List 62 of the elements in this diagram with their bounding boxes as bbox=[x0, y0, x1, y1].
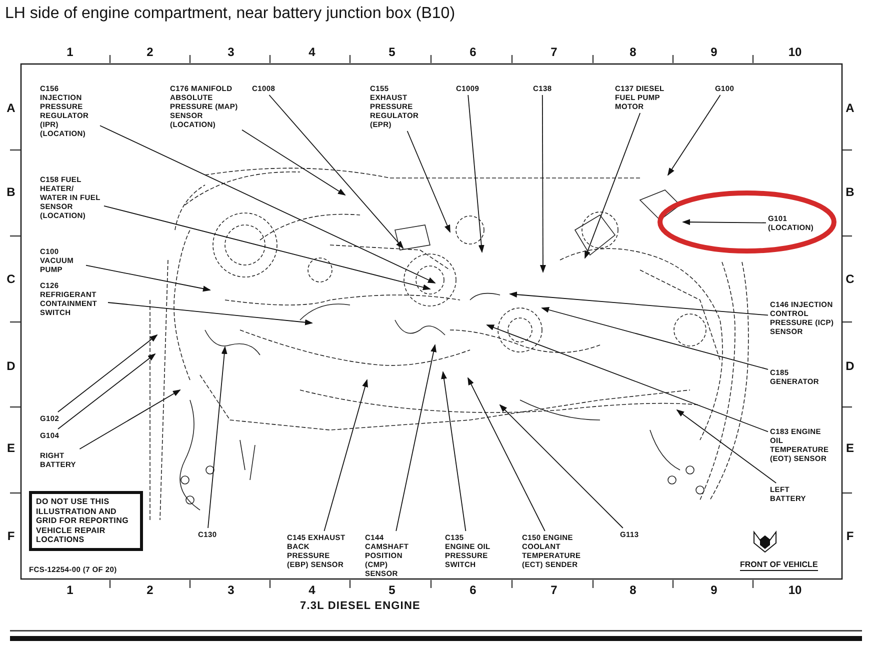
grid-column-number: 4 bbox=[308, 583, 316, 597]
leader-line bbox=[682, 219, 766, 226]
leader-line bbox=[541, 306, 768, 370]
leader-line bbox=[86, 264, 211, 292]
leader-line bbox=[499, 404, 624, 528]
grid-column-number: 3 bbox=[226, 45, 236, 59]
leader-line bbox=[242, 129, 346, 196]
grid-row-letter: F bbox=[6, 529, 16, 543]
grid-column-number: 3 bbox=[226, 583, 236, 597]
engine-caption: 7.3L DIESEL ENGINE bbox=[300, 600, 420, 612]
grid-row-letter: B bbox=[6, 185, 16, 199]
grid-row-letter: B bbox=[844, 185, 856, 199]
grid-column-number: 2 bbox=[146, 583, 154, 597]
grid-column-number: 10 bbox=[787, 45, 803, 59]
grid-column-number: 5 bbox=[388, 583, 396, 597]
grid-column-number: 8 bbox=[628, 45, 638, 59]
leader-line bbox=[667, 94, 721, 176]
leader-line bbox=[676, 409, 777, 484]
leader-line bbox=[79, 390, 181, 450]
grid-row-letter: C bbox=[844, 272, 856, 286]
leader-line bbox=[100, 125, 436, 284]
leader-line bbox=[406, 130, 450, 233]
grid-column-number: 7 bbox=[550, 45, 558, 59]
leader-line bbox=[540, 94, 546, 273]
grid-row-letter: A bbox=[844, 101, 856, 115]
grid-row-letter: C bbox=[6, 272, 16, 286]
leader-line bbox=[58, 353, 156, 430]
grid-column-number: 1 bbox=[66, 45, 74, 59]
leader-line bbox=[57, 334, 158, 412]
grid-row-letter: D bbox=[6, 359, 16, 373]
grid-row-letter: E bbox=[6, 441, 16, 455]
grid-column-number: 2 bbox=[146, 45, 154, 59]
grid-row-letter: E bbox=[844, 441, 855, 455]
leader-line bbox=[108, 302, 313, 326]
page-title: LH side of engine compartment, near battery junction box (B10) bbox=[5, 5, 456, 23]
leader-line bbox=[208, 346, 228, 528]
leader-line bbox=[584, 112, 641, 259]
grid-column-number: 1 bbox=[66, 583, 74, 597]
grid-row-letter: D bbox=[844, 359, 856, 373]
grid-column-number: 6 bbox=[468, 45, 478, 59]
grid-row-letter: A bbox=[6, 101, 16, 115]
grid-column-number: 4 bbox=[308, 45, 316, 59]
grid-column-number: 9 bbox=[710, 45, 718, 59]
leader-line bbox=[468, 94, 484, 253]
leader-line bbox=[104, 205, 431, 290]
leader-line bbox=[268, 94, 404, 249]
grid-column-number: 5 bbox=[388, 45, 396, 59]
grid-column-number: 9 bbox=[710, 583, 718, 597]
grid-column-number: 8 bbox=[628, 583, 638, 597]
leader-line bbox=[509, 292, 768, 316]
leader-line bbox=[324, 379, 368, 532]
leader-line bbox=[396, 344, 436, 532]
note-text: DO NOT USE THIS ILLUSTRATION AND GRID FOR REPORTING VEHICLE REPAIR LOCATIONS bbox=[36, 497, 130, 544]
warning-note-box bbox=[29, 491, 143, 550]
leader-line bbox=[486, 324, 768, 432]
grid-column-number: 6 bbox=[468, 583, 478, 597]
grid-column-number: 10 bbox=[787, 583, 803, 597]
grid-column-number: 7 bbox=[550, 583, 558, 597]
leader-line bbox=[441, 371, 466, 532]
leader-line bbox=[468, 377, 546, 532]
front-of-vehicle-label: FRONT OF VEHICLE bbox=[740, 560, 818, 571]
grid-row-letter: F bbox=[845, 529, 855, 543]
